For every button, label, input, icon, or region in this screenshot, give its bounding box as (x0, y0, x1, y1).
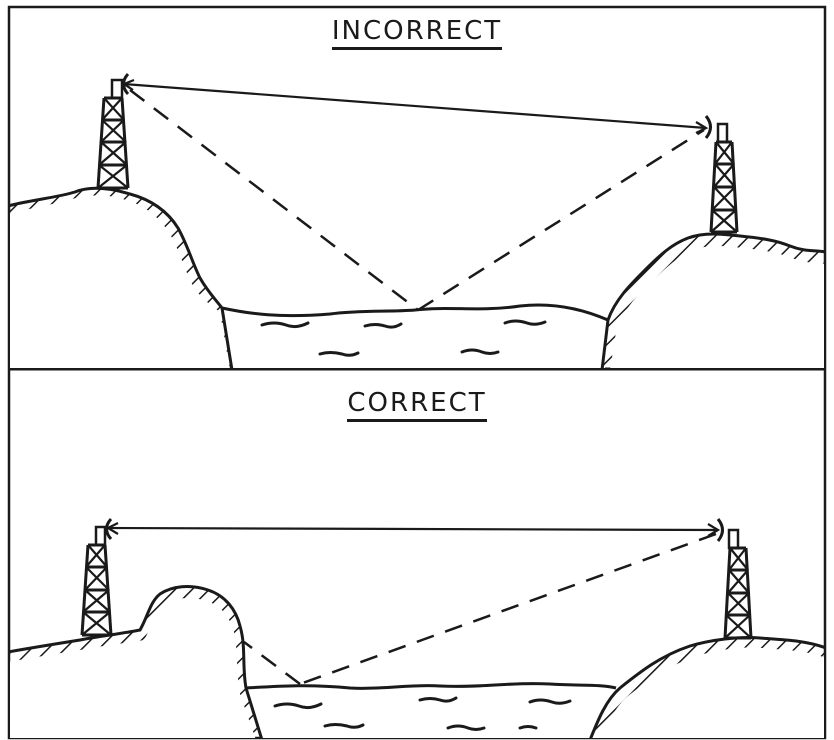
reflected-path-bottom (243, 532, 717, 686)
direct-path-top (123, 82, 707, 130)
direct-path-bottom (107, 526, 719, 532)
incorrect-title: INCORRECT (0, 16, 834, 50)
left-tower-top (96, 72, 130, 190)
correct-title-text: CORRECT (347, 389, 487, 422)
left-tower-bottom (80, 517, 113, 637)
water-top (221, 303, 609, 368)
water-bottom (245, 682, 617, 738)
correct-panel (10, 517, 824, 738)
right-tower-bottom (716, 518, 753, 640)
right-tower-top (704, 115, 739, 234)
incorrect-title-text: INCORRECT (331, 17, 503, 50)
figure-frame (7, 5, 827, 740)
incorrect-panel (10, 72, 824, 368)
correct-title: CORRECT (0, 388, 834, 422)
reflected-path-top (129, 89, 705, 312)
